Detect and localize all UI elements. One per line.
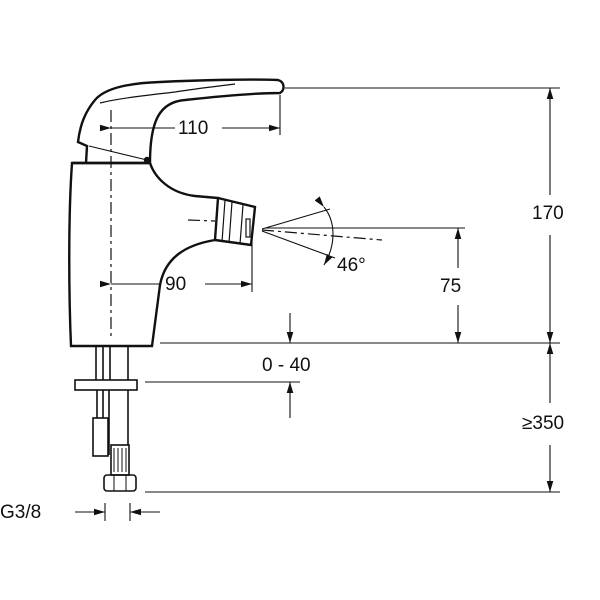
supply-tubes [74, 346, 138, 492]
dim-spout-reach: 110 [178, 118, 209, 139]
dim-connection: G3/8 [0, 502, 42, 523]
dim-total-height: 170 [532, 203, 564, 224]
dimension-lines [75, 87, 560, 521]
dim-deck-thickness: 0 - 40 [262, 355, 311, 376]
faucet-body [68, 78, 285, 348]
spray-cone [261, 196, 336, 266]
dim-nozzle-height: 75 [440, 276, 462, 297]
centerline [110, 110, 383, 336]
dim-nozzle-reach: 90 [165, 274, 187, 295]
dim-hose-length: ≥350 [522, 413, 565, 434]
dim-spray-angle: 46° [337, 255, 366, 276]
